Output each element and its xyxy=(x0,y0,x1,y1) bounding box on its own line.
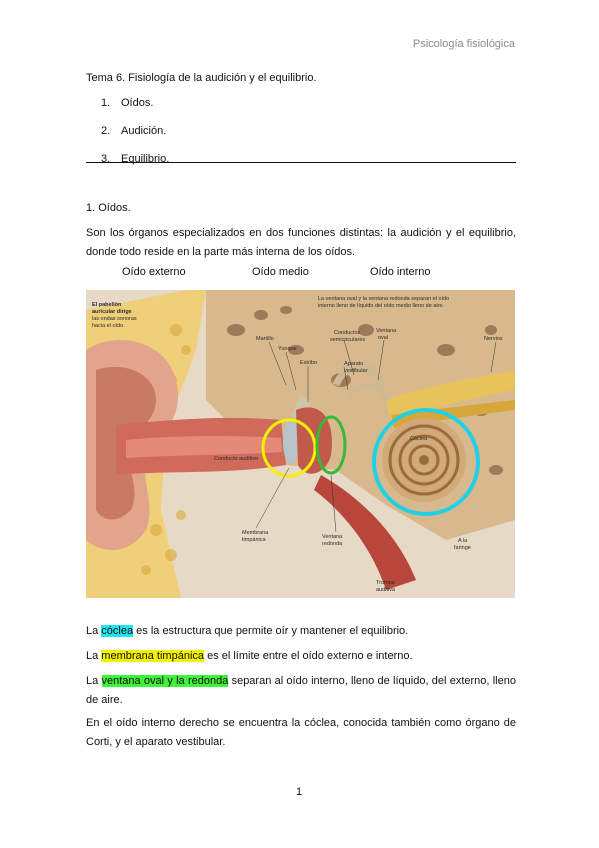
figure-label-incus: Yunque xyxy=(278,346,297,352)
highlight-windows: ventana oval y la redonda xyxy=(101,675,229,687)
figure-label-canal: Conducto auditivo xyxy=(214,456,258,462)
figure-label-pinna-4: hacia el oído. xyxy=(92,323,125,329)
figure-label-pinna-2: auricular dirige xyxy=(92,309,132,315)
paragraph-text: La xyxy=(86,625,102,637)
toc-item: 2. Audición. xyxy=(101,124,169,152)
figure-label-pinna-3: las ondas sonoras xyxy=(92,316,137,322)
paragraph-text: La xyxy=(86,675,102,687)
figure-label-oval-1: Ventana xyxy=(376,328,397,334)
running-head: Psicología fisiológica xyxy=(412,38,515,50)
figure-label-membrane-2: timpánica xyxy=(242,537,266,543)
figure-label-tube-1: Trompa xyxy=(376,580,396,586)
figure-label-tube-2: auditiva xyxy=(376,587,396,593)
toc-item-number: 1. xyxy=(101,97,111,109)
toc-item-number: 3. xyxy=(101,153,111,165)
figure-label-malleus: Martillo xyxy=(256,336,274,342)
document-title: Tema 6. Fisiología de la audición y el e… xyxy=(86,72,317,84)
figure-label-canals-2: semicirculares xyxy=(330,337,365,343)
paragraph-cochlea: La cóclea es la estructura que permite o… xyxy=(86,622,516,641)
toc-item-number: 2. xyxy=(101,125,111,137)
toc-item: 1. Oídos. xyxy=(101,96,169,124)
figure-label-cochlea: Cóclea xyxy=(410,436,428,442)
figure-label-vestibular-2: vestibular xyxy=(344,368,368,374)
label-inner-ear: Oído interno xyxy=(370,266,431,278)
toc-item: 3. Equilibrio. xyxy=(101,152,169,180)
table-of-contents: 1. Oídos. 2. Audición. 3. Equilibrio. xyxy=(101,96,169,180)
figure-label-round-1: Ventana xyxy=(322,534,343,540)
ear-anatomy-figure: El pabellón auricular dirige las ondas s… xyxy=(86,290,515,598)
figure-note-windows-1: La ventana oval y la ventana redonda sep… xyxy=(318,296,449,302)
highlight-eardrum: membrana timpánica xyxy=(101,650,205,662)
figure-label-round-2: redonda xyxy=(322,541,343,547)
figure-note-windows-2: interno lleno de líquido del oído medio … xyxy=(318,303,444,309)
figure-label-membrane-1: Membrana xyxy=(242,530,269,536)
intro-paragraph: Son los órganos especializados en dos fu… xyxy=(86,227,516,258)
toc-divider xyxy=(86,162,516,163)
figure-label-stapes: Estribo xyxy=(300,360,317,366)
paragraph-text: La xyxy=(86,650,102,662)
paragraph-inner-ear: En el oído interno derecho se encuentra … xyxy=(86,717,516,748)
figure-label-pharynx-1: A la xyxy=(458,538,468,544)
paragraph-text: es la estructura que permite oír y mante… xyxy=(133,625,409,637)
paragraph-eardrum: La membrana timpánica es el límite entre… xyxy=(86,647,516,666)
label-external-ear: Oído externo xyxy=(122,266,186,278)
paragraph-windows: La ventana oval y la redonda separan al … xyxy=(86,672,516,710)
toc-item-label: Audición. xyxy=(121,125,167,137)
paragraph-text: separan al oído interno, lleno de líquid… xyxy=(86,675,516,706)
figure-label-pinna-1: El pabellón xyxy=(92,302,122,308)
figure-label-vestibular-1: Aparato xyxy=(344,361,363,367)
toc-item-label: Equilibrio. xyxy=(121,153,170,165)
ear-diagram: El pabellón auricular dirige las ondas s… xyxy=(86,290,515,598)
section-heading: 1. Oídos. xyxy=(86,202,131,214)
page-number: 1 xyxy=(296,786,303,798)
highlight-cochlea: cóclea xyxy=(101,625,134,637)
figure-label-pharynx-2: faringe xyxy=(454,545,471,551)
paragraph-text: es el límite entre el oído externo e int… xyxy=(204,650,413,662)
figure-label-nerves: Nervios xyxy=(484,336,503,342)
figure-label-oval-2: oval xyxy=(378,335,388,341)
label-middle-ear: Oído medio xyxy=(252,266,309,278)
toc-item-label: Oídos. xyxy=(121,97,154,109)
figure-label-canals-1: Conductos xyxy=(334,330,361,336)
